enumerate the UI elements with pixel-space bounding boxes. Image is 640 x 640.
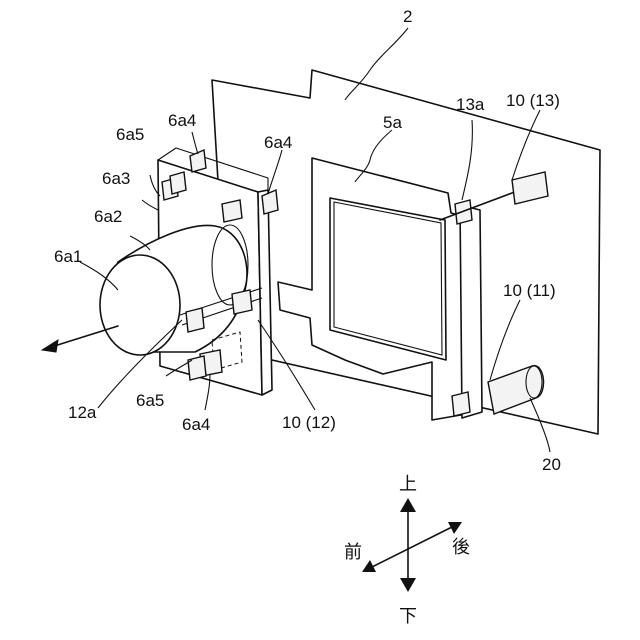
label-5a: 5a [383,113,402,132]
clip-6a5-bottom [188,356,206,380]
clip-6a5-top-b [170,172,186,194]
label-12a: 12a [68,403,97,422]
right-bracket [460,205,482,418]
up-arrow-head [400,498,416,512]
label-6a5-top: 6a5 [116,125,144,144]
label-6a5-bottom: 6a5 [136,391,164,410]
front-arrow-head [42,340,58,352]
clip-shaft-left [186,308,204,332]
diagonal-axis [366,524,458,570]
clip-right-bottom [452,392,470,416]
label-6a3: 6a3 [102,169,130,188]
label-10-13: 10 (13) [506,91,560,110]
front-arrow-line [48,326,118,348]
label-6a4-top-left: 6a4 [168,111,196,130]
label-13a: 13a [456,95,485,114]
label-2: 2 [403,7,412,26]
label-back: 後 [452,537,470,558]
clip-mid [222,200,242,222]
label-6a4-bottom: 6a4 [182,415,210,434]
label-6a1: 6a1 [54,247,82,266]
label-10-11: 10 (11) [503,281,556,300]
direction-compass: 上 下 前 後 [344,474,470,627]
leader-6a3 [142,200,158,210]
down-arrow-head [400,578,416,592]
label-6a2: 6a2 [94,207,122,226]
cylinder-face [100,255,180,355]
label-10-12: 10 (12) [282,413,336,432]
label-down: 下 [399,606,417,627]
label-6a4-top-mid: 6a4 [264,133,292,152]
label-front: 前 [344,542,362,563]
leader-6a4-top-left [192,132,198,154]
clip-shaft [232,290,252,314]
label-20: 20 [542,455,561,474]
label-up: 上 [399,474,417,495]
